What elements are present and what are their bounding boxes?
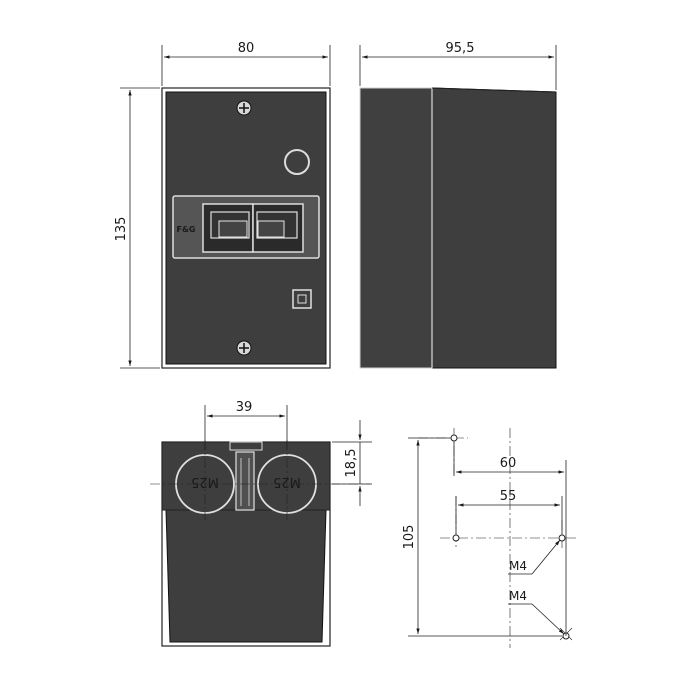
dim-front-width-label: 80 <box>238 41 255 56</box>
leader-screw-upper: M4 <box>508 539 561 575</box>
dim-side-depth: 95,5 <box>359 41 557 90</box>
screw-bottom-icon <box>236 340 252 356</box>
dim-mount-width-inner: 55 <box>455 489 563 534</box>
lock-square-icon <box>292 289 312 309</box>
dim-side-depth-label: 95,5 <box>446 41 475 56</box>
dim-front-width: 80 <box>161 41 331 86</box>
mount-hole-mid-right <box>558 534 566 542</box>
screw-top-icon <box>236 100 252 116</box>
mount-hole-top-left <box>450 434 458 442</box>
start-button <box>202 203 254 253</box>
dim-gland-offset: 18,5 <box>332 420 372 506</box>
dim-mount-width-inner-label: 55 <box>500 489 517 504</box>
screw-lower-label: M4 <box>509 589 527 603</box>
center-latch <box>235 451 255 511</box>
leader-screw-lower: M4 <box>508 589 565 635</box>
stop-button <box>252 203 304 253</box>
dim-gland-spacing-label: 39 <box>236 400 253 415</box>
dim-front-height: 135 <box>114 87 160 369</box>
brand-label: F&G <box>176 225 195 234</box>
dim-front-height-label: 135 <box>114 217 129 242</box>
mounting-pattern: 105 60 55 M4 M4 <box>402 428 576 648</box>
dim-mount-width-outer-label: 60 <box>500 456 517 471</box>
side-base-edge <box>359 87 433 369</box>
dim-gland-offset-label: 18,5 <box>344 449 359 478</box>
front-view: F&G 80 <box>114 41 331 369</box>
side-view: 95,5 <box>359 41 557 369</box>
dim-gland-spacing: 39 <box>204 400 288 450</box>
dim-mount-width-outer: 60 <box>453 442 567 636</box>
bottom-view: M25 M25 39 18,5 <box>150 400 372 647</box>
dim-mount-height-label: 105 <box>402 525 417 550</box>
mount-hole-mid-left <box>452 534 460 542</box>
dim-mount-height: 105 <box>402 437 562 637</box>
bottom-body <box>165 509 327 643</box>
gland-band-top <box>229 441 263 451</box>
screw-upper-label: M4 <box>509 559 527 573</box>
indicator-lamp <box>284 149 310 175</box>
